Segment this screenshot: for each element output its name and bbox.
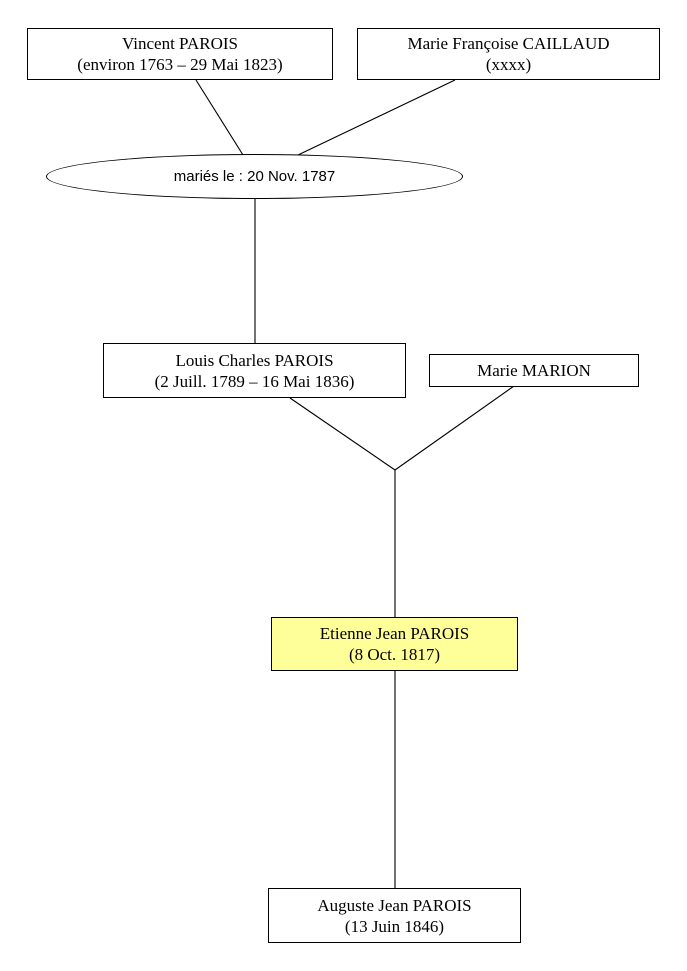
connector-louis-charles-to-junction [289, 397, 396, 471]
connector-marie-marion-to-junction [394, 385, 515, 471]
person-box-vincent-parois: Vincent PAROIS (environ 1763 – 29 Mai 18… [27, 28, 333, 80]
person-box-louis-charles-parois: Louis Charles PAROIS (2 Juill. 1789 – 16… [103, 343, 406, 398]
person-box-marie-francoise-caillaud: Marie Françoise CAILLAUD (xxxx) [357, 28, 660, 80]
person-box-marie-marion: Marie MARION [429, 354, 639, 387]
person-dates: (xxxx) [485, 55, 532, 74]
marriage-ellipse: mariés le : 20 Nov. 1787 [46, 154, 463, 199]
marriage-label: mariés le : 20 Nov. 1787 [173, 168, 336, 185]
person-box-auguste-jean-parois: Auguste Jean PAROIS (13 Juin 1846) [268, 888, 521, 943]
connector-marie-francoise-to-marriage [297, 79, 456, 156]
person-dates: (environ 1763 – 29 Mai 1823) [77, 55, 283, 74]
person-box-etienne-jean-parois: Etienne Jean PAROIS (8 Oct. 1817) [271, 617, 518, 671]
person-dates: (2 Juill. 1789 – 16 Mai 1836) [154, 371, 355, 391]
person-dates: (8 Oct. 1817) [348, 645, 441, 664]
connector-vincent-to-marriage [195, 79, 244, 156]
person-name: Auguste Jean PAROIS [317, 895, 472, 915]
person-dates: (13 Juin 1846) [344, 916, 445, 936]
person-name: Etienne Jean PAROIS [319, 624, 470, 643]
person-name: Marie Françoise CAILLAUD [407, 34, 610, 53]
person-name: Marie MARION [477, 361, 591, 380]
person-name: Vincent PAROIS [122, 34, 238, 53]
person-name: Louis Charles PAROIS [175, 350, 334, 370]
